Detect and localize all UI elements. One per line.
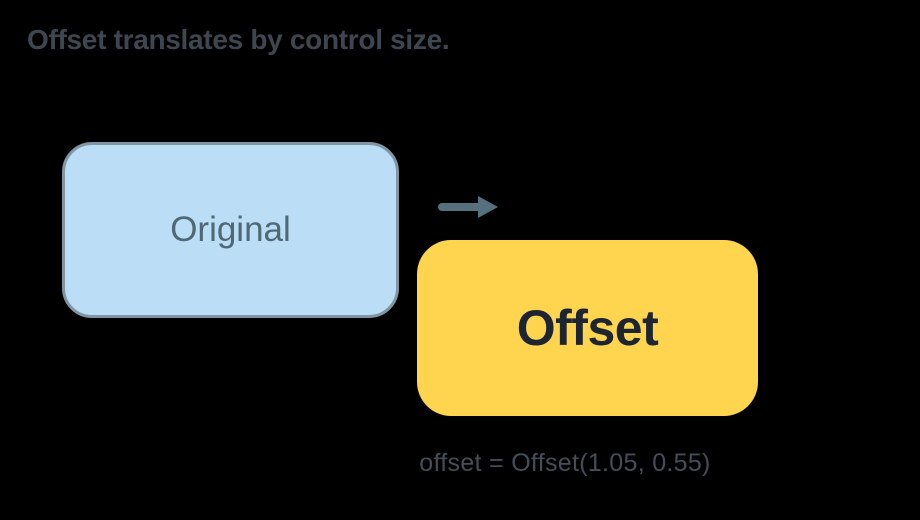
original-box: Original	[62, 142, 399, 318]
original-box-label: Original	[170, 210, 291, 249]
offset-box: Offset	[417, 240, 758, 416]
offset-box-label: Offset	[516, 300, 659, 356]
right-arrow-head	[478, 196, 498, 218]
right-arrow-icon	[438, 196, 498, 218]
offset-code-caption: offset = Offset(1.05, 0.55)	[419, 449, 711, 477]
diagram-title: Offset translates by control size.	[27, 24, 450, 55]
